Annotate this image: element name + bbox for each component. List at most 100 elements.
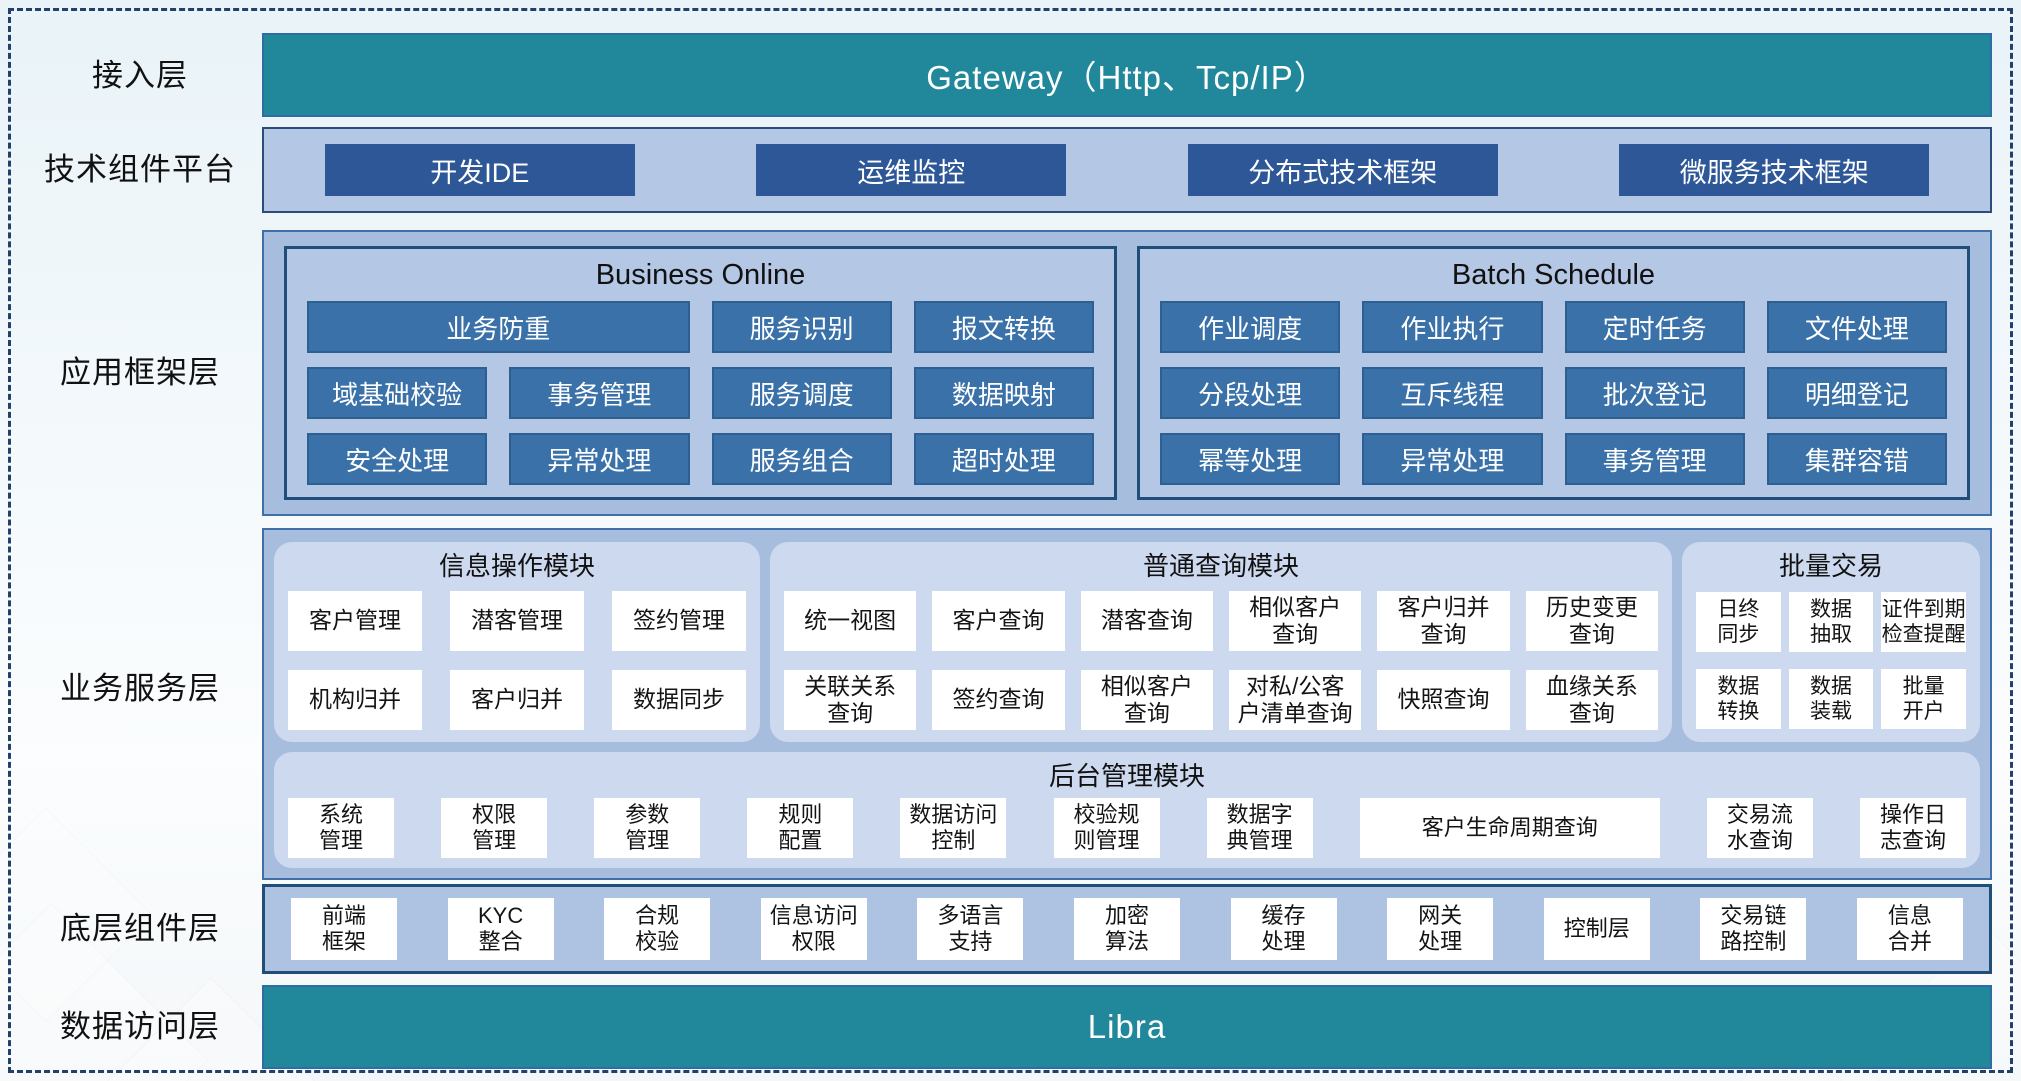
base-component-chip: 加密 算法 [1073, 898, 1180, 960]
module-title: 信息操作模块 [438, 551, 595, 581]
framework-button: 定时任务 [1564, 301, 1745, 353]
base-component-chip: 交易链 路控制 [1700, 898, 1807, 960]
admin-chip: 系统 管理 [288, 798, 394, 858]
base-component-chip: 缓存 处理 [1230, 898, 1337, 960]
framework-button: 异常处理 [1362, 433, 1543, 485]
module-batch-trade: 批量交易日终 同步数据 抽取证件到期 检查提醒数据 转换数据 装载批量 开户 [1682, 542, 1980, 742]
module-general-query: 普通查询模块统一视图客户查询潜客查询相似客户 查询客户归并 查询历史变更 查询关… [770, 542, 1672, 742]
tech-platform-button: 运维监控 [756, 144, 1067, 196]
framework-button: 事务管理 [509, 367, 690, 419]
admin-chip: 交易流 水查询 [1706, 798, 1813, 858]
service-chip: 潜客管理 [450, 590, 584, 651]
framework-button: 域基础校验 [307, 367, 488, 419]
module-title: 普通查询模块 [1142, 551, 1299, 581]
panel-title: Business Online [595, 259, 806, 291]
service-chip: 签约查询 [932, 669, 1065, 730]
framework-button: 服务调度 [711, 367, 892, 419]
tech-platform-button: 分布式技术框架 [1187, 144, 1498, 196]
service-chip: 对私/公客 户清单查询 [1228, 669, 1362, 730]
framework-button: 互斥线程 [1362, 367, 1543, 419]
base-component-chip: 多语言 支持 [917, 898, 1024, 960]
layer-label-data-access: 数据访问层 [60, 1009, 220, 1044]
service-chip: 统一视图 [784, 590, 917, 651]
module-chip-grid: 统一视图客户查询潜客查询相似客户 查询客户归并 查询历史变更 查询关联关系 查询… [784, 588, 1658, 732]
service-chip: 客户查询 [932, 590, 1065, 651]
service-chip: 机构归并 [288, 669, 422, 730]
service-chip: 快照查询 [1377, 669, 1510, 730]
module-title: 后台管理模块 [1048, 761, 1205, 791]
panel-title: Batch Schedule [1451, 259, 1656, 291]
framework-button: 安全处理 [307, 433, 488, 485]
layer-label-tech-platform: 技术组件平台 [44, 152, 236, 187]
layer-label-base-components: 底层组件层 [60, 911, 220, 946]
module-title: 批量交易 [1778, 551, 1883, 581]
framework-button: 集群容错 [1766, 433, 1947, 485]
base-component-chip: 前端 框架 [291, 898, 397, 960]
service-chip: 证件到期 检查提醒 [1881, 591, 1966, 652]
module-info-operation: 信息操作模块客户管理潜客管理签约管理机构归并客户归并数据同步 [274, 542, 760, 742]
framework-button: 作业调度 [1160, 301, 1341, 353]
admin-chip: 客户生命周期查询 [1359, 798, 1660, 858]
admin-chip: 校验规 则管理 [1053, 798, 1160, 858]
business-service-container: 信息操作模块客户管理潜客管理签约管理机构归并客户归并数据同步 普通查询模块统一视图… [262, 528, 1992, 880]
framework-button: 明细登记 [1766, 367, 1947, 419]
service-chip: 相似客户 查询 [1228, 590, 1362, 651]
panel-button-grid: 业务防重服务识别报文转换域基础校验事务管理服务调度数据映射安全处理异常处理服务组… [307, 301, 1094, 485]
layer-label-access: 接入层 [92, 58, 188, 93]
service-chip: 相似客户 查询 [1080, 669, 1213, 730]
tech-platform-button: 微服务技术框架 [1619, 144, 1930, 196]
framework-button: 数据映射 [913, 367, 1094, 419]
panel-button-grid: 作业调度作业执行定时任务文件处理分段处理互斥线程批次登记明细登记幂等处理异常处理… [1160, 301, 1947, 485]
framework-button: 异常处理 [509, 433, 690, 485]
service-chip: 客户管理 [288, 590, 422, 651]
framework-button: 超时处理 [913, 433, 1094, 485]
panel-business-online: Business Online 业务防重服务识别报文转换域基础校验事务管理服务调度… [284, 246, 1117, 500]
base-component-chip: 信息访问 权限 [760, 898, 867, 960]
framework-button: 分段处理 [1160, 367, 1341, 419]
base-components-container: 前端 框架 KYC 整合合规 校验信息访问 权限多语言 支持加密 算法缓存 处理网… [262, 884, 1992, 974]
base-component-chip: 合规 校验 [604, 898, 711, 960]
framework-button: 批次登记 [1564, 367, 1745, 419]
base-component-chip: 信息 合并 [1856, 898, 1963, 960]
admin-chip: 参数 管理 [594, 798, 701, 858]
service-chip: 历史变更 查询 [1525, 590, 1658, 651]
service-chip: 客户归并 查询 [1377, 590, 1510, 651]
service-chip: 数据同步 [612, 669, 746, 730]
tech-platform-row: 开发IDE 运维监控 分布式技术框架 微服务技术框架 [262, 127, 1992, 213]
admin-chip: 规则 配置 [747, 798, 854, 858]
base-component-chip: 控制层 [1543, 898, 1650, 960]
framework-button: 服务识别 [711, 301, 892, 353]
base-component-chip: 网关 处理 [1387, 898, 1494, 960]
base-component-chip: KYC 整合 [447, 898, 554, 960]
gateway-bar: Gateway（Http、Tcp/IP） [262, 33, 1992, 117]
service-chip: 血缘关系 查询 [1525, 669, 1658, 730]
admin-chip-row: 系统 管理权限 管理参数 管理规则 配置数据访问 控制校验规 则管理数据字 典管… [288, 798, 1966, 858]
service-chip: 签约管理 [612, 590, 746, 651]
framework-button: 报文转换 [913, 301, 1094, 353]
framework-button: 事务管理 [1564, 433, 1745, 485]
service-chip: 批量 开户 [1881, 668, 1966, 729]
service-chip: 数据 抽取 [1788, 591, 1874, 652]
service-chip: 关联关系 查询 [784, 669, 917, 730]
module-chip-grid: 日终 同步数据 抽取证件到期 检查提醒数据 转换数据 装载批量 开户 [1696, 588, 1966, 732]
framework-button: 业务防重 [307, 301, 690, 353]
panel-batch-schedule: Batch Schedule 作业调度作业执行定时任务文件处理分段处理互斥线程批次… [1137, 246, 1970, 500]
admin-chip: 操作日 志查询 [1859, 798, 1966, 858]
framework-button: 服务组合 [711, 433, 892, 485]
tech-platform-button: 开发IDE [324, 144, 635, 196]
libra-bar: Libra [262, 985, 1992, 1069]
admin-chip: 权限 管理 [441, 798, 548, 858]
service-chip: 客户归并 [450, 669, 584, 730]
layer-label-business-service: 业务服务层 [60, 671, 220, 706]
framework-button: 作业执行 [1362, 301, 1543, 353]
service-chip: 数据 装载 [1788, 668, 1874, 729]
service-chip: 潜客查询 [1080, 590, 1213, 651]
service-chip: 日终 同步 [1696, 591, 1781, 652]
layer-label-app-framework: 应用框架层 [60, 355, 220, 390]
module-admin: 后台管理模块 系统 管理权限 管理参数 管理规则 配置数据访问 控制校验规 则管… [274, 752, 1980, 868]
admin-chip: 数据字 典管理 [1206, 798, 1313, 858]
service-chip: 数据 转换 [1696, 668, 1781, 729]
module-chip-grid: 客户管理潜客管理签约管理机构归并客户归并数据同步 [288, 588, 746, 732]
